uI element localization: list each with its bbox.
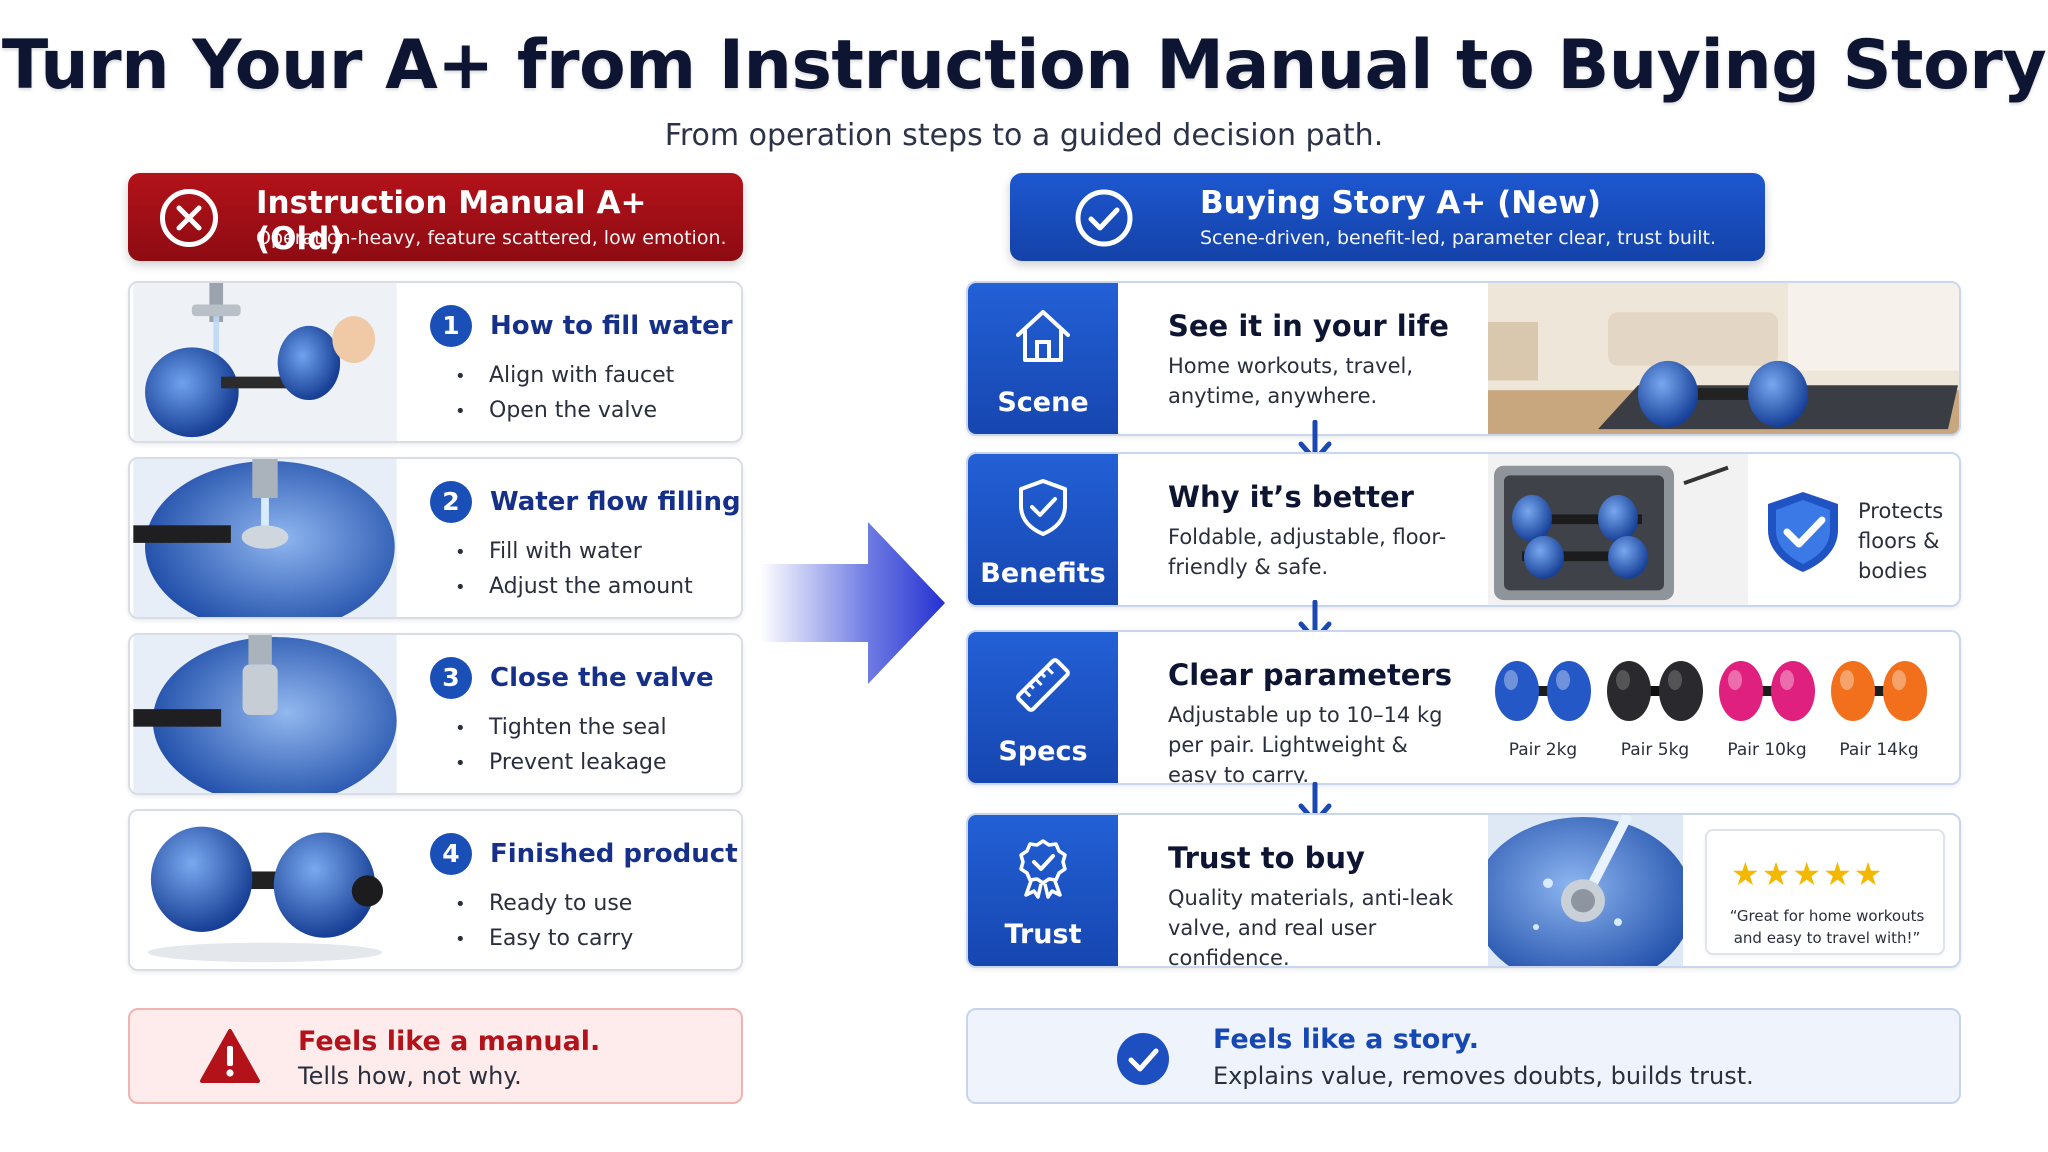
arrow-right-icon [760,522,945,684]
step-number-badge: 2 [430,481,472,523]
warning-icon [200,1029,260,1083]
step-title: Close the valve [490,663,714,693]
variant-label: Pair 14kg [1839,740,1919,760]
check-circle-icon [1075,189,1133,247]
row-text: Adjustable up to 10–14 kg per pair. Ligh… [1168,703,1443,785]
variant-label: Pair 2kg [1508,740,1578,760]
faucet-fill-photo [133,283,397,441]
user-review-card: ★★★★★ “Great for home workouts and easy … [1705,829,1945,955]
award-badge-icon [1019,839,1067,899]
row-title: See it in your life [1168,309,1449,343]
old-header: Instruction Manual A+ (Old) Operation-he… [128,173,743,261]
dumbbell-photo [133,811,397,969]
dumbbell-blue-icon [1495,661,1591,721]
protects-badge: Protects floors & bodies [1748,454,1959,605]
shield-check-icon [1768,492,1838,572]
dumbbell-orange-icon [1831,661,1927,721]
anti-leak-valve-photo [1488,815,1683,966]
tag-scene: Scene [968,283,1118,434]
step-number-badge: 3 [430,657,472,699]
step-bullets: Tighten the seal Prevent leakage [455,715,667,785]
step-bullet: Prevent leakage [455,750,667,775]
step-bullet: Adjust the amount [455,574,693,599]
variant-pair-2kg: Pair 2kg [1488,652,1598,760]
story-row-specs: Specs Clear parameters Adjustable up to … [966,630,1961,785]
new-footer-title: Feels like a story. [1213,1024,1479,1055]
tag-trust: Trust [968,815,1118,966]
step-card-2: 2 Water flow filling Fill with water Adj… [128,457,743,619]
tag-label: Benefits [980,558,1106,589]
step-bullet: Fill with water [455,539,693,564]
new-footer-subtitle: Explains value, removes doubts, builds t… [1213,1062,1754,1090]
page-subtitle: From operation steps to a guided decisio… [664,118,1384,153]
protects-text: Protects floors & bodies [1858,499,1944,583]
row-title: Clear parameters [1168,658,1453,692]
shield-check-icon [1019,479,1067,536]
old-footer-subtitle: Tells how, not why. [298,1062,522,1090]
step-title: How to fill water [490,311,733,341]
tag-label: Specs [998,736,1088,767]
variant-pair-10kg: Pair 10kg [1712,652,1822,760]
close-valve-photo [133,635,397,793]
step-bullet: Ready to use [455,891,633,916]
step-bullet: Open the valve [455,398,674,423]
dumbbell-black-icon [1607,661,1703,721]
tag-specs: Specs [968,632,1118,783]
old-footer: Feels like a manual. Tells how, not why. [128,1008,743,1104]
living-room-photo [1488,283,1959,434]
variant-pair-14kg: Pair 14kg [1824,652,1934,760]
step-bullet: Easy to carry [455,926,633,951]
step-card-3: 3 Close the valve Tighten the seal Preve… [128,633,743,795]
carry-case-photo [1488,454,1748,605]
variant-pair-5kg: Pair 5kg [1600,652,1710,760]
variant-label: Pair 10kg [1727,740,1807,760]
tag-label: Scene [997,387,1089,418]
step-number-badge: 1 [430,305,472,347]
tag-label: Trust [1004,919,1082,950]
old-header-subtitle: Operation-heavy, feature scattered, low … [256,227,727,249]
step-bullet: Tighten the seal [455,715,667,740]
tag-benefits: Benefits [968,454,1118,605]
check-circle-icon [1117,1033,1169,1085]
x-circle-icon [160,189,218,247]
variant-label: Pair 5kg [1620,740,1690,760]
row-text: Foldable, adjustable, floor-friendly & s… [1168,525,1447,579]
old-footer-title: Feels like a manual. [298,1026,601,1057]
dumbbell-pink-icon [1719,661,1815,721]
row-text: Home workouts, travel, anytime, anywhere… [1168,354,1414,408]
new-header-title: Buying Story A+ (New) [1200,185,1602,221]
step-title: Finished product [490,839,738,869]
ruler-icon [1016,658,1070,712]
star-rating-icon: ★★★★★ [1731,855,1885,893]
old-header-title: Instruction Manual A+ (Old) [256,185,647,257]
review-quote: “Great for home workouts and easy to tra… [1729,907,1925,947]
step-number-badge: 4 [430,833,472,875]
step-title: Water flow filling [490,487,741,517]
page-title: Turn Your A+ from Instruction Manual to … [1,26,2047,105]
step-bullet: Align with faucet [455,363,674,388]
new-header-subtitle: Scene-driven, benefit-led, parameter cle… [1200,227,1716,249]
row-title: Why it’s better [1168,480,1414,514]
house-icon [1016,310,1070,362]
weight-variants: Pair 2kg Pair 5kg Pair 10kg [1488,652,1948,772]
story-row-benefits: Benefits Why it’s better Foldable, adjus… [966,452,1961,607]
step-card-1: 1 How to fill water Align with faucet Op… [128,281,743,443]
new-footer: Feels like a story. Explains value, remo… [966,1008,1961,1104]
step-bullets: Align with faucet Open the valve [455,363,674,433]
new-header: Buying Story A+ (New) Scene-driven, bene… [1010,173,1765,261]
step-card-4: 4 Finished product Ready to use Easy to … [128,809,743,971]
row-text: Quality materials, anti-leak valve, and … [1168,886,1454,968]
step-bullets: Fill with water Adjust the amount [455,539,693,609]
story-row-trust: Trust Trust to buy Quality materials, an… [966,813,1961,968]
step-bullets: Ready to use Easy to carry [455,891,633,961]
water-flow-photo [133,459,397,617]
story-row-scene: Scene See it in your life Home workouts,… [966,281,1961,436]
row-title: Trust to buy [1168,841,1365,875]
